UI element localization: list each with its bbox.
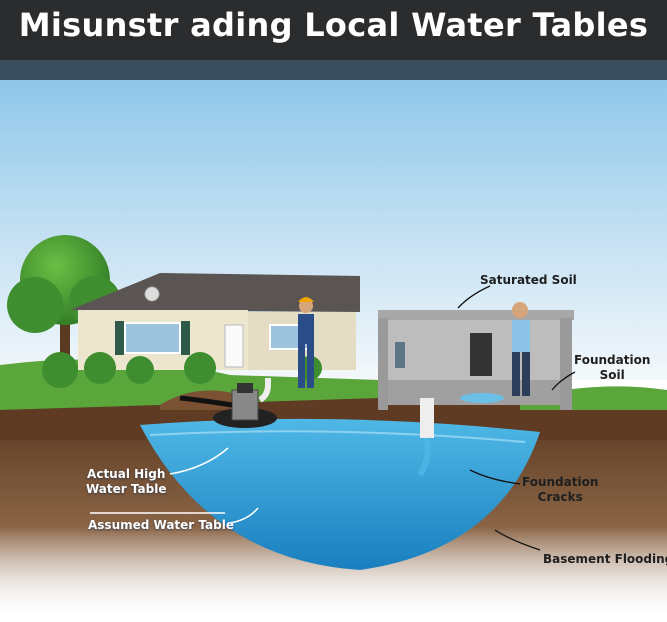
label-assumed-water-table: Assumed Water Table: [88, 518, 234, 532]
label-foundation-soil: Foundation Soil: [574, 353, 651, 382]
title-bar: Misunstr ading Local Water Tables: [0, 0, 667, 60]
label-foundation-cracks: Foundation Cracks: [522, 475, 599, 504]
inspector-figure: [298, 297, 314, 388]
homeowner-figure: [512, 302, 530, 396]
label-basement-flooding: Basement Flooding: [543, 552, 667, 566]
shrubs: [42, 352, 322, 388]
header-strip: [0, 60, 667, 80]
sump-pump: [179, 378, 277, 428]
page-title: Misunstr ading Local Water Tables: [18, 6, 649, 44]
leader-arrows: [457, 285, 576, 551]
water-table-pool: [140, 418, 540, 570]
label-actual-high-water-table: Actual High Water Table: [86, 467, 167, 496]
illustration: [0, 80, 667, 622]
house: [70, 273, 360, 370]
label-saturated-soil: Saturated Soil: [480, 273, 577, 287]
basement: [378, 310, 574, 477]
